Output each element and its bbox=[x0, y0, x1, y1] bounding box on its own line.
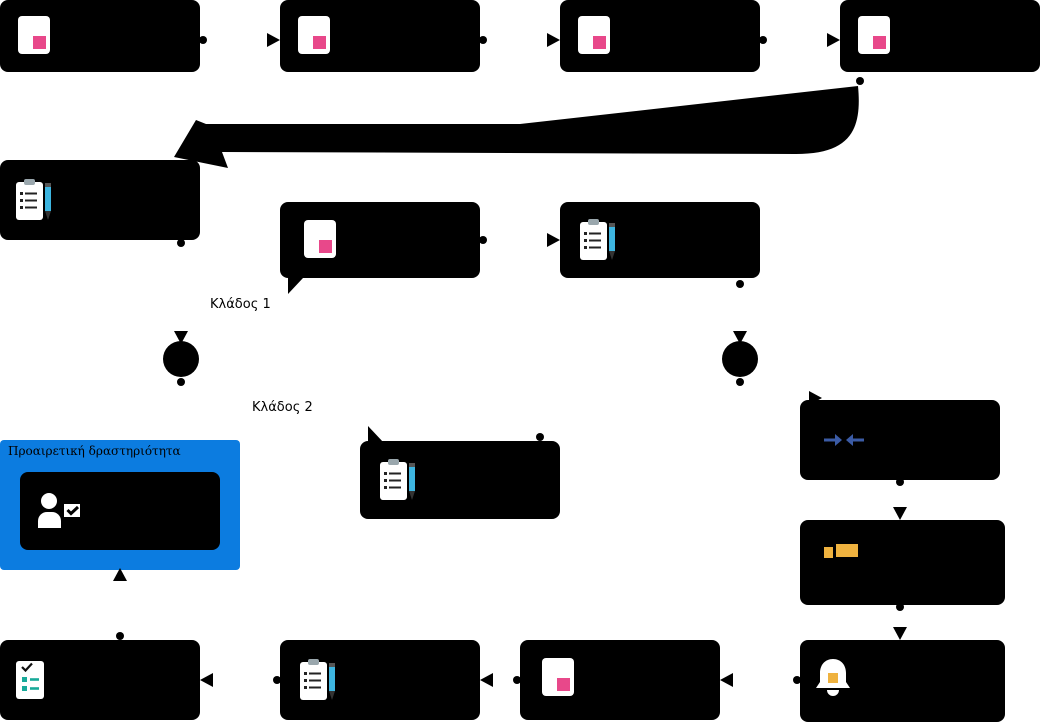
arrowhead-up-icon bbox=[113, 568, 127, 581]
callout-tail-icon bbox=[368, 426, 383, 442]
document-note-icon bbox=[578, 16, 610, 54]
connector-dot bbox=[736, 378, 744, 386]
connector-dot bbox=[793, 676, 801, 684]
bell-icon bbox=[816, 659, 850, 696]
arrowhead-down-icon bbox=[893, 507, 907, 520]
arrowhead-down-icon bbox=[174, 331, 188, 344]
connector-dot bbox=[896, 603, 904, 611]
connector-dot bbox=[479, 36, 487, 44]
node-payment-step[interactable] bbox=[800, 520, 1005, 605]
arrowhead-left-icon bbox=[200, 673, 213, 687]
swap-arrows-icon bbox=[824, 434, 864, 446]
connector-dot bbox=[199, 36, 207, 44]
document-note-icon bbox=[18, 16, 50, 54]
arrowhead-right-icon bbox=[547, 33, 560, 47]
document-note-icon bbox=[298, 16, 330, 54]
connector-dot bbox=[856, 77, 864, 85]
arrowhead-left-icon bbox=[720, 673, 733, 687]
branch1-label: Κλάδος 1 bbox=[210, 297, 271, 312]
arrowhead-right-icon bbox=[267, 33, 280, 47]
node-branch2-task[interactable] bbox=[360, 426, 560, 519]
node-optional-id-check[interactable] bbox=[20, 472, 220, 550]
connector-dot bbox=[273, 676, 281, 684]
optional-activity-group[interactable]: Προαιρετική δραστηριότητα bbox=[0, 440, 240, 570]
node-step-1[interactable] bbox=[0, 0, 200, 72]
junction-connector-left[interactable] bbox=[163, 341, 199, 377]
ticket-icon bbox=[824, 544, 858, 558]
connector-dot bbox=[177, 378, 185, 386]
connector-dot bbox=[736, 280, 744, 288]
arrowhead-right-icon bbox=[547, 233, 560, 247]
node-step-5[interactable] bbox=[0, 160, 200, 240]
node-branch1-note[interactable] bbox=[280, 202, 480, 294]
node-step-3[interactable] bbox=[560, 0, 760, 72]
callout-tail-icon bbox=[288, 278, 303, 294]
connector-dot bbox=[759, 36, 767, 44]
node-step-4[interactable] bbox=[840, 0, 1040, 72]
node-step-6[interactable] bbox=[560, 202, 760, 278]
clipboard-pencil-icon bbox=[380, 459, 415, 500]
junction-connector-right[interactable] bbox=[722, 341, 758, 377]
arrowhead-down-icon bbox=[893, 627, 907, 640]
document-note-icon bbox=[304, 220, 336, 258]
connector-dot bbox=[116, 632, 124, 640]
node-notification-step[interactable] bbox=[800, 640, 1005, 722]
connector-dot bbox=[896, 478, 904, 486]
node-form-step[interactable] bbox=[280, 640, 480, 720]
optional-activity-label: Προαιρετική δραστηριότητα bbox=[8, 444, 181, 458]
checklist-icon bbox=[16, 659, 46, 701]
document-note-icon bbox=[858, 16, 890, 54]
arrowhead-left-icon bbox=[480, 673, 493, 687]
identity-check-icon bbox=[38, 492, 82, 530]
connector-dot bbox=[177, 239, 185, 247]
node-document-step[interactable] bbox=[520, 640, 720, 720]
node-swap-step[interactable] bbox=[800, 400, 1000, 480]
connector-dot bbox=[536, 433, 544, 441]
arrowhead-right-icon bbox=[827, 33, 840, 47]
clipboard-pencil-icon bbox=[300, 659, 335, 700]
clipboard-pencil-icon bbox=[580, 219, 615, 260]
arrowhead-down-icon bbox=[733, 331, 747, 344]
clipboard-pencil-icon bbox=[16, 179, 51, 220]
return-flow-arrow bbox=[174, 86, 859, 168]
connector-dot bbox=[479, 236, 487, 244]
document-note-icon bbox=[542, 658, 574, 696]
node-step-2[interactable] bbox=[280, 0, 480, 72]
branch2-label: Κλάδος 2 bbox=[252, 400, 313, 415]
node-checklist-step[interactable] bbox=[0, 640, 200, 720]
connector-dot bbox=[513, 676, 521, 684]
